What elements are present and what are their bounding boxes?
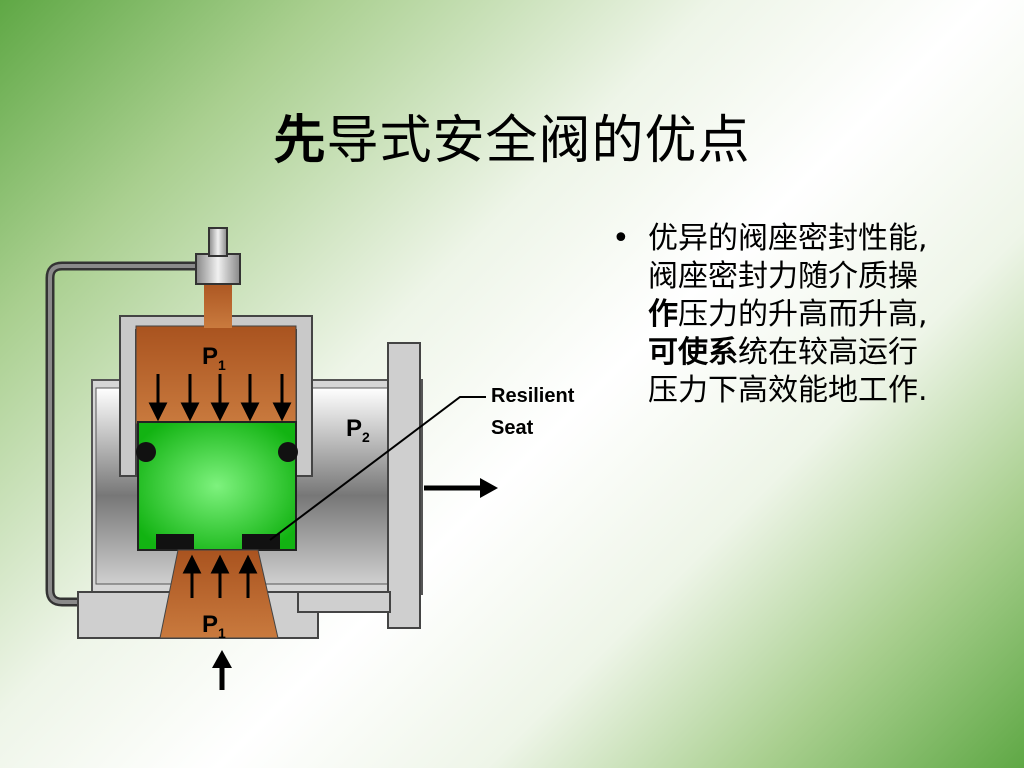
label-p2-sub: 2 bbox=[362, 429, 370, 445]
piston bbox=[137, 421, 297, 551]
inlet-force-arrows bbox=[182, 554, 258, 598]
bullet-text-run: 压力的升高而升高, bbox=[678, 297, 928, 332]
label-p1-inlet-main: P bbox=[202, 611, 218, 638]
label-resilient-seat-1: Resilient bbox=[491, 385, 575, 407]
seat-left bbox=[156, 534, 194, 549]
o-ring-left bbox=[136, 442, 156, 462]
bullet-text-bold: 作 bbox=[648, 297, 678, 332]
label-p2-main: P bbox=[346, 415, 362, 442]
slide-title: 先导式安全阀的优点 bbox=[0, 98, 1024, 173]
label-p2: P2 bbox=[346, 415, 370, 445]
inlet-flow-arrow bbox=[212, 650, 232, 690]
seat-right bbox=[242, 534, 280, 549]
slide-title-bold: 先 bbox=[273, 111, 327, 171]
pilot-stem-flow bbox=[204, 278, 232, 328]
label-resilient-seat-2: Seat bbox=[491, 417, 534, 439]
dome-force-arrows bbox=[148, 374, 292, 422]
label-p1-dome-sub: 1 bbox=[218, 357, 226, 373]
outlet-flow-arrow bbox=[424, 478, 498, 498]
outlet-flange bbox=[387, 342, 421, 629]
bullet-line: 优异的阀座密封性能, bbox=[648, 220, 1024, 258]
bullet-text-run: 压力下高效能地工作. bbox=[648, 373, 928, 408]
resilient-seat-leader bbox=[269, 396, 486, 541]
bullet-line: 作压力的升高而升高, bbox=[648, 296, 1024, 334]
bullet-text: 优异的阀座密封性能,阀座密封力随介质操作压力的升高而升高,可使系统在较高运行压力… bbox=[648, 220, 1024, 410]
bullet-text-bold: 可使系 bbox=[648, 335, 738, 370]
bullet-text-run: 阀座密封力随介质操 bbox=[648, 259, 918, 294]
label-p1-inlet: P1 bbox=[202, 611, 226, 641]
bullet-line: 可使系统在较高运行 bbox=[648, 334, 1024, 372]
bullet-text-run: 统在较高运行 bbox=[738, 335, 918, 370]
bullet-line: 压力下高效能地工作. bbox=[648, 372, 1024, 410]
pilot-cap bbox=[195, 253, 241, 285]
slide-title-rest: 导式安全阀的优点 bbox=[326, 111, 751, 171]
label-p1-dome: P1 bbox=[202, 343, 226, 373]
bullet-line: 阀座密封力随介质操 bbox=[648, 258, 1024, 296]
label-p1-dome-main: P bbox=[202, 343, 218, 370]
o-ring-right bbox=[278, 442, 298, 462]
label-p1-inlet-sub: 1 bbox=[218, 625, 226, 641]
pilot-pin bbox=[208, 227, 228, 257]
bullet-marker: • bbox=[612, 221, 630, 256]
bullet-text-run: 优异的阀座密封性能, bbox=[648, 221, 928, 256]
